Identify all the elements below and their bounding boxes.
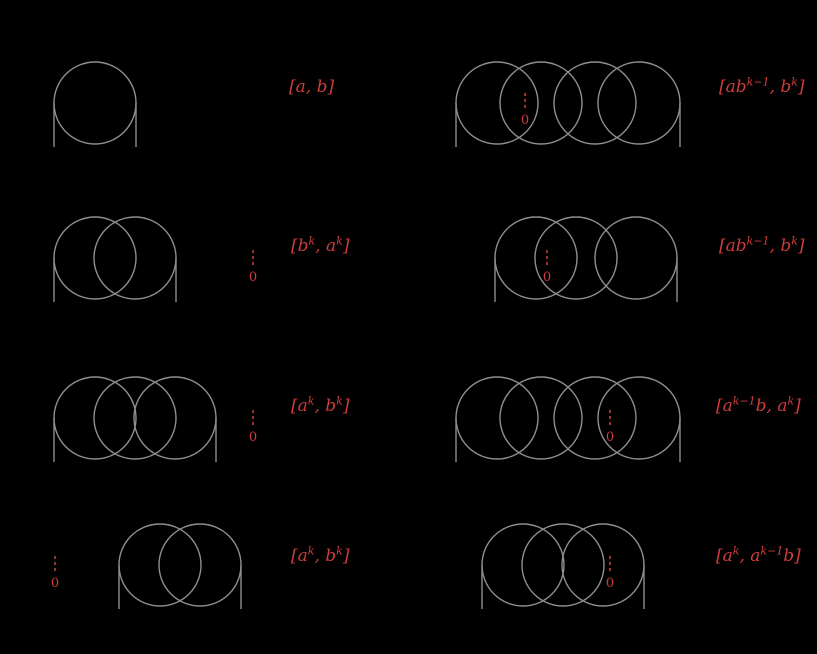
panel-r1c1 (53, 61, 137, 147)
loop-circle (561, 523, 645, 607)
loop-circle (455, 376, 539, 460)
loop-circle (553, 61, 637, 145)
commutator-label-r4c2: [ak, ak−1b] (716, 544, 801, 567)
label-text: [b (291, 236, 309, 256)
loop-circle (53, 216, 137, 300)
label-superscript: k (307, 544, 315, 558)
commutator-label-r2c2: [abk−1, bk] (719, 234, 805, 257)
basepoint-zero-label: 0 (606, 576, 614, 591)
label-text: , b (769, 77, 792, 97)
loop-circle (158, 523, 242, 607)
label-text: , b (314, 546, 337, 566)
label-superscript: k−1 (746, 234, 770, 248)
loop-circle (455, 61, 539, 145)
label-superscript: k (791, 234, 798, 248)
label-superscript: k (308, 234, 316, 248)
loop-circle (597, 376, 681, 460)
label-superscript: k (336, 234, 343, 248)
loop-circle (597, 61, 681, 145)
loop-circle (118, 523, 202, 607)
label-text: ] (797, 236, 805, 256)
label-text: [a (291, 396, 308, 416)
label-text: ] (794, 396, 801, 416)
loop-circle (53, 376, 137, 460)
basepoint-zero-label: 0 (521, 113, 529, 128)
label-superscript: k (791, 75, 798, 89)
commutator-label-r3c1: [ak, bk] (291, 394, 350, 417)
label-text: ] (342, 396, 350, 416)
loop-circle (499, 376, 583, 460)
label-text: ] (797, 77, 805, 97)
loop-circle (481, 523, 565, 607)
loop-circle (93, 376, 177, 460)
basepoint-zero-label: 0 (606, 430, 614, 445)
commutator-label-r4c1: [ak, bk] (291, 544, 350, 567)
loop-circle (53, 61, 137, 145)
panel-r3c1: 0 (53, 376, 257, 462)
basepoint-zero-label: 0 (51, 576, 59, 591)
loop-circle (594, 216, 678, 300)
label-superscript: k (732, 544, 740, 558)
loop-circle (133, 376, 217, 460)
commutator-label-r2c1: [bk, ak] (291, 234, 350, 257)
commutator-label-r1c1: [a, b] (289, 77, 334, 98)
label-text: ] (342, 236, 350, 256)
label-text: ] (342, 546, 350, 566)
label-superscript: k−1 (760, 544, 784, 558)
label-superscript: k−1 (746, 75, 770, 89)
label-text: [a (716, 546, 733, 566)
panel-r2c2: 0 (494, 216, 678, 302)
panel-r1c2: 0 (455, 61, 681, 147)
label-superscript: k (336, 544, 343, 558)
label-superscript: k (787, 394, 795, 408)
loop-circle (494, 216, 578, 300)
label-text: , a (315, 236, 337, 256)
basepoint-zero-label: 0 (249, 430, 257, 445)
loop-circle (93, 216, 177, 300)
commutator-label-r1c2: [abk−1, bk] (719, 75, 805, 98)
loop-circle (521, 523, 605, 607)
panel-r4c1: 0 (51, 523, 242, 609)
loop-circle (534, 216, 618, 300)
label-text: , b (314, 396, 337, 416)
basepoint-zero-label: 0 (543, 270, 551, 285)
label-text: [ab (719, 77, 747, 97)
label-text: [a, b] (289, 77, 335, 97)
commutator-label-r3c2: [ak−1b, ak] (716, 394, 801, 417)
label-text: [ab (719, 236, 747, 256)
panel-r3c2: 0 (455, 376, 681, 462)
panel-r2c1: 0 (53, 216, 257, 302)
label-superscript: k−1 (732, 394, 756, 408)
label-text: , b (769, 236, 792, 256)
label-text: b, a (755, 396, 788, 416)
panel-r4c2: 0 (481, 523, 645, 609)
loop-circle (499, 61, 583, 145)
label-text: , a (739, 546, 761, 566)
label-superscript: k (307, 394, 315, 408)
label-superscript: k (336, 394, 343, 408)
label-text: [a (291, 546, 308, 566)
label-text: b] (783, 546, 801, 566)
loop-circle (553, 376, 637, 460)
basepoint-zero-label: 0 (249, 270, 257, 285)
label-text: [a (716, 396, 733, 416)
